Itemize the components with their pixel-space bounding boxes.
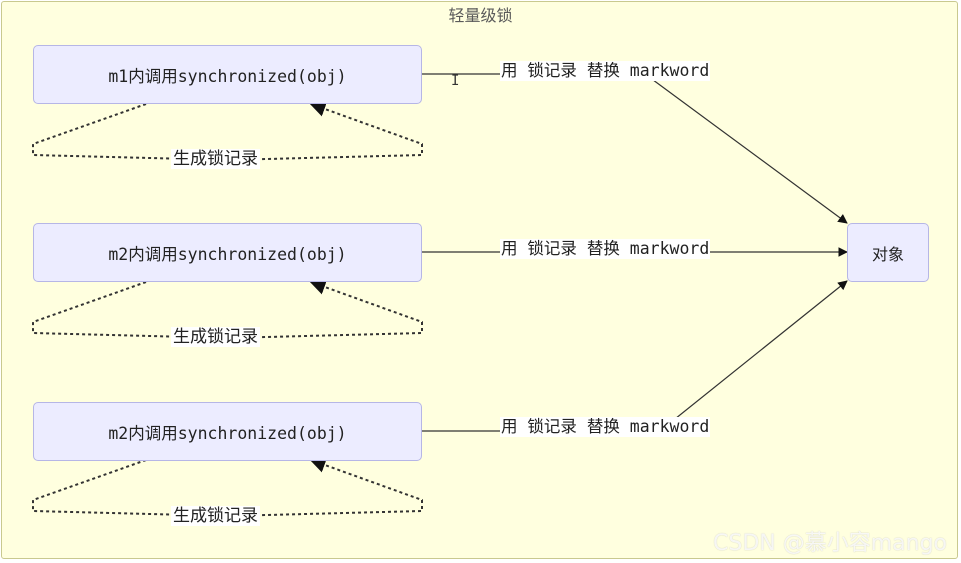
text-cursor-icon: I	[451, 73, 460, 89]
edge-label-replace-1: 用 锁记录 替换 markword	[500, 61, 711, 81]
edge-label-replace-3: 用 锁记录 替换 markword	[500, 417, 711, 437]
loop-label-2: 生成锁记录	[171, 327, 260, 347]
watermark-text: CSDN @慕小容mango	[713, 531, 947, 556]
node-call-m1: m1内调用synchronized(obj)	[33, 45, 422, 104]
node-object: 对象	[847, 223, 929, 282]
node-call-m2-second: m2内调用synchronized(obj)	[33, 402, 422, 461]
subgraph-title: 轻量级锁	[448, 6, 513, 25]
edge-call3-to-object	[422, 280, 848, 432]
loop-label-1: 生成锁记录	[171, 149, 260, 169]
edge-call1-to-object	[422, 73, 848, 224]
node-call-m2-first: m2内调用synchronized(obj)	[33, 223, 422, 282]
loop-label-3: 生成锁记录	[171, 506, 260, 526]
edge-label-replace-2: 用 锁记录 替换 markword	[500, 239, 711, 259]
